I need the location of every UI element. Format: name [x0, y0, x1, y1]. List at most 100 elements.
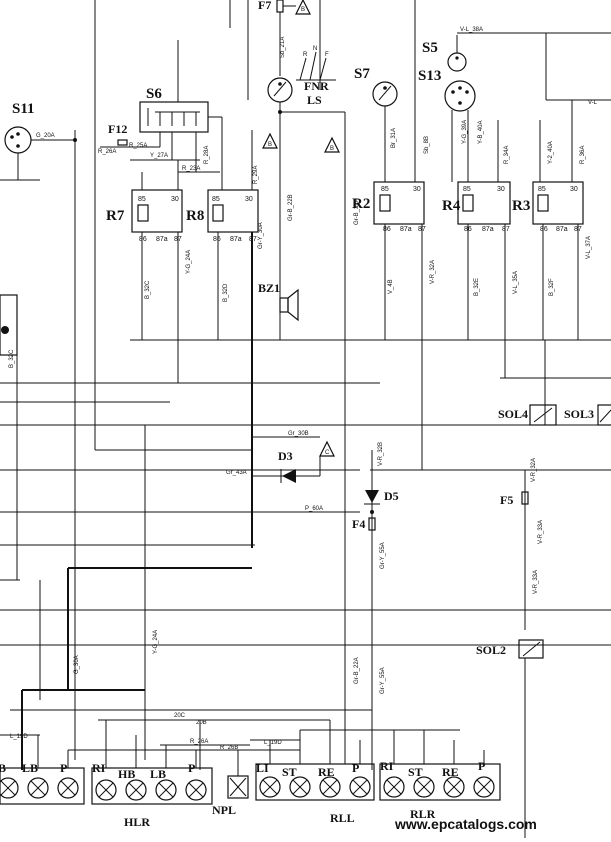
svg-text:Gr-B_22A: Gr-B_22A [354, 657, 360, 684]
r8-label: R8 [186, 208, 204, 224]
d3-label: D3 [278, 449, 293, 463]
svg-text:B_32C: B_32C [9, 349, 15, 368]
svg-text:87a: 87a [400, 226, 412, 233]
svg-text:R_26A: R_26A [98, 149, 116, 155]
svg-text:Gr-Y_55A: Gr-Y_55A [380, 667, 386, 694]
svg-text:ST: ST [282, 765, 297, 779]
svg-text:87a: 87a [230, 236, 242, 243]
svg-text:B_32C: B_32C [145, 280, 151, 299]
svg-text:R_26A: R_26A [190, 739, 208, 745]
svg-text:Br_31A: Br_31A [391, 128, 397, 148]
svg-text:B_32F: B_32F [549, 278, 555, 296]
d5-label: D5 [384, 489, 399, 503]
svg-text:Gr-Y_55A: Gr-Y_55A [380, 542, 386, 569]
npl-label: NPL [212, 803, 236, 817]
s11-label: S11 [12, 101, 35, 117]
lamp-group-rll: LI ST RE P RLL [255, 761, 375, 825]
svg-text:20B: 20B [196, 720, 207, 726]
svg-text:V-R_33A: V-R_33A [538, 520, 544, 544]
relay-r2: R2 85 30 86 87a 87 V_4B V-R_32A Gr-B_32A [352, 181, 436, 470]
solenoid-sol3: SOL3 [564, 404, 611, 426]
fnr-label: FNR [304, 79, 329, 93]
svg-text:HB: HB [118, 767, 135, 781]
wire-label: G_20A [36, 133, 55, 139]
svg-text:V-R_32B: V-R_32B [378, 442, 384, 466]
svg-text:V-R_32A: V-R_32A [430, 260, 436, 284]
svg-text:P_60A: P_60A [305, 506, 323, 512]
watermark: www.epcatalogs.com [394, 816, 537, 832]
switch-s7: S7 Br_31A Sb_8B [354, 0, 430, 182]
svg-text:ST: ST [408, 765, 423, 779]
svg-text:V-L_37A: V-L_37A [586, 236, 592, 259]
lamp-npl: NPL [212, 775, 249, 817]
svg-text:Gr_30B: Gr_30B [288, 431, 309, 437]
solenoid-sol2: SOL2 [476, 639, 544, 838]
lamp-feeds [37, 720, 485, 776]
f7-label: F7 [258, 0, 271, 12]
s6-label: S6 [146, 86, 162, 102]
svg-text:Y-2_40A: Y-2_40A [548, 141, 554, 164]
lamp-group-hlr: RI HB LB P HLR [91, 761, 213, 829]
svg-text:85: 85 [138, 196, 146, 203]
svg-text:B: B [330, 146, 334, 152]
svg-text:85: 85 [381, 186, 389, 193]
lamp-group-rlr: RI ST RE P RLR [379, 759, 501, 821]
svg-text:20C: 20C [174, 713, 186, 719]
switch-s11: S11 G_20A [4, 101, 77, 180]
svg-text:V-L_35A: V-L_35A [513, 271, 519, 294]
switch-s6: S6 F12 R_26A R_25A Y_27A R_23A R_28A [98, 86, 223, 190]
diode-d5: V-R_32B D5 P_60A F4 Gr-Y_55A Gr-Y_55A Gr… [305, 442, 399, 770]
f12-label: F12 [108, 122, 127, 136]
svg-text:Y-G_24A: Y-G_24A [186, 250, 192, 274]
svg-text:R_34A: R_34A [504, 146, 510, 164]
svg-text:B_32E: B_32E [474, 278, 480, 296]
svg-text:86: 86 [383, 226, 391, 233]
markers: B B C [262, 132, 340, 457]
svg-text:30: 30 [171, 196, 179, 203]
svg-text:RI: RI [92, 761, 106, 775]
bus-lines [0, 0, 611, 770]
svg-text:Gr_43A: Gr_43A [226, 470, 247, 476]
diode-d3: Gr_30B D3 Gr_43A [226, 431, 321, 483]
svg-text:30: 30 [245, 196, 253, 203]
svg-text:P: P [352, 761, 359, 775]
svg-text:86: 86 [213, 236, 221, 243]
svg-text:30: 30 [497, 186, 505, 193]
svg-text:85: 85 [212, 196, 220, 203]
rll-label: RLL [330, 811, 355, 825]
f4-label: F4 [352, 517, 365, 531]
svg-text:L_19D: L_19D [10, 734, 28, 740]
svg-text:R_26B: R_26B [220, 745, 238, 751]
f5-label: F5 [500, 493, 513, 507]
buzzer-bz1: BZ1 [258, 281, 299, 322]
svg-text:87a: 87a [156, 236, 168, 243]
relay-r3: R3 85 30 86 87a 87 B_32F V-L_37A [512, 181, 592, 340]
svg-text:30: 30 [413, 186, 421, 193]
bz1-label: BZ1 [258, 281, 280, 295]
rlr-label: RLR [410, 807, 436, 821]
svg-text:L_19D: L_19D [264, 740, 282, 746]
hlr-label: HLR [124, 815, 150, 829]
fuse-f5: V-R_32A F5 V-R_33A V-R_33A [500, 458, 544, 630]
svg-text:87a: 87a [556, 226, 568, 233]
svg-text:G_30A: G_30A [74, 655, 80, 674]
svg-text:LB: LB [22, 761, 38, 775]
svg-text:Y-G_39A: Y-G_39A [462, 120, 468, 144]
svg-text:87a: 87a [482, 226, 494, 233]
svg-text:P: P [478, 759, 485, 773]
mid-wires: Y-G_24A G_30A 20C 20B L_19D R_26A R_26B … [0, 425, 460, 770]
svg-text:86: 86 [540, 226, 548, 233]
svg-text:R: R [303, 52, 308, 58]
svg-text:P: P [60, 761, 67, 775]
r4-label: R4 [442, 198, 461, 214]
svg-text:Y-G_24A: Y-G_24A [153, 630, 159, 654]
svg-text:Gr-B_22B: Gr-B_22B [288, 194, 294, 221]
relay-r8: R8 85 30 86 87a 87 B_32D Gr-Y_30A R_29A [186, 130, 264, 425]
s7-label: S7 [354, 66, 370, 82]
relay-r7: R7 85 30 86 87a 87 B_32C Y-G_24A [106, 160, 192, 383]
svg-text:RI: RI [380, 759, 394, 773]
s13-label: S13 [418, 68, 441, 84]
svg-text:86: 86 [139, 236, 147, 243]
